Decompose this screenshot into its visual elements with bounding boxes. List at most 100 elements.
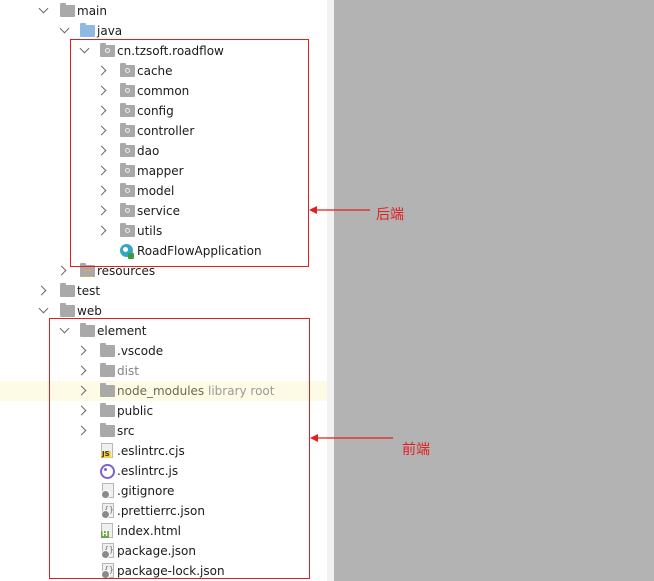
source-folder-icon (80, 23, 95, 37)
tree-row-model[interactable]: model (0, 181, 334, 201)
tree-label: dist (117, 364, 139, 378)
tree-row-dao[interactable]: dao (0, 141, 334, 161)
backend-arrow-icon (309, 206, 370, 214)
chevron-down-icon[interactable] (38, 303, 49, 314)
tree-row-package[interactable]: cn.tzsoft.roadflow (0, 41, 334, 61)
folder-icon (60, 283, 75, 297)
package-icon (120, 63, 135, 77)
package-icon (120, 143, 135, 157)
tree-row-common[interactable]: common (0, 81, 334, 101)
tree-label: test (77, 284, 101, 298)
frontend-arrow-icon (310, 434, 393, 442)
eslint-icon (100, 464, 115, 479)
tree-label: config (137, 104, 174, 118)
folder-icon (100, 423, 115, 437)
tree-row-mapper[interactable]: mapper (0, 161, 334, 181)
run-badge-icon (128, 253, 134, 259)
tree-label: public (117, 404, 154, 418)
folder-icon (80, 323, 95, 337)
tree-row-prettierrc[interactable]: {} .prettierrc.json (0, 501, 334, 521)
tree-row-java[interactable]: java (0, 21, 334, 41)
tree-row-index-html[interactable]: H index.html (0, 521, 334, 541)
tree-label: package-lock.json (117, 564, 225, 578)
tree-label: .prettierrc.json (117, 504, 205, 518)
tree-row-src[interactable]: src (0, 421, 334, 441)
tree-row-node-modules[interactable]: node_modules library root (0, 381, 334, 401)
tree-scrollbar[interactable] (327, 0, 334, 581)
gitignore-file-icon (101, 483, 114, 499)
tree-row-cache[interactable]: cache (0, 61, 334, 81)
chevron-down-icon[interactable] (38, 3, 49, 14)
tree-label: src (117, 424, 135, 438)
tree-row-test[interactable]: test (0, 281, 334, 301)
tree-label: dao (137, 144, 160, 158)
tree-label: cache (137, 64, 173, 78)
frontend-highlight-box (49, 318, 310, 579)
tree-row-public[interactable]: public (0, 401, 334, 421)
tree-label: element (97, 324, 147, 338)
json-file-icon: {} (101, 543, 114, 559)
package-icon (120, 163, 135, 177)
tree-label: resources (97, 264, 156, 278)
backend-annotation-label: 后端 (376, 207, 404, 223)
tree-row-service[interactable]: service (0, 201, 334, 221)
tree-row-resources[interactable]: resources (0, 261, 334, 281)
tree-row-eslintrc-js[interactable]: .eslintrc.js (0, 461, 334, 481)
resources-folder-icon (80, 263, 95, 277)
package-icon (120, 183, 135, 197)
tree-label: service (137, 204, 180, 218)
chevron-right-icon[interactable] (36, 285, 47, 296)
tree-label: index.html (117, 524, 181, 538)
tree-row-controller[interactable]: controller (0, 121, 334, 141)
backend-highlight-box (70, 39, 309, 267)
tree-row-eslintrc-cjs[interactable]: JS .eslintrc.cjs (0, 441, 334, 461)
package-icon (100, 43, 115, 57)
tree-label: cn.tzsoft.roadflow (117, 44, 224, 58)
package-icon (120, 123, 135, 137)
tree-label: .eslintrc.js (117, 464, 179, 478)
tree-label: controller (137, 124, 195, 138)
tree-label: model (137, 184, 175, 198)
chevron-right-icon[interactable] (56, 265, 67, 276)
package-icon (120, 203, 135, 217)
tree-row-gitignore[interactable]: .gitignore (0, 481, 334, 501)
tree-row-vscode[interactable]: .vscode (0, 341, 334, 361)
tree-label: utils (137, 224, 163, 238)
tree-row-config[interactable]: config (0, 101, 334, 121)
tree-label: java (97, 24, 123, 38)
tree-row-main[interactable]: main (0, 1, 334, 21)
frontend-annotation-label: 前端 (402, 442, 430, 458)
tree-label: .gitignore (117, 484, 175, 498)
html-file-icon: H (101, 523, 113, 538)
tree-label: .vscode (117, 344, 164, 358)
tree-row-dist[interactable]: dist (0, 361, 334, 381)
tree-row-app-class[interactable]: RoadFlowApplication (0, 241, 334, 261)
folder-icon (100, 383, 115, 397)
tree-row-element[interactable]: element (0, 321, 334, 341)
tree-label: .eslintrc.cjs (117, 444, 185, 458)
js-file-icon: JS (101, 443, 113, 458)
package-icon (120, 83, 135, 97)
package-icon (120, 103, 135, 117)
json-file-icon: {} (101, 503, 114, 519)
project-tree: main java cn.tzsoft.roadflow cache commo… (0, 3, 334, 579)
tree-row-web[interactable]: web (0, 301, 334, 321)
tree-row-utils[interactable]: utils (0, 221, 334, 241)
tree-row-package-lock[interactable]: {} package-lock.json (0, 561, 334, 581)
folder-icon (100, 343, 115, 357)
tree-label: common (137, 84, 190, 98)
chevron-down-icon[interactable] (59, 23, 70, 34)
tree-label: package.json (117, 544, 197, 558)
tree-label: node_modules (117, 384, 205, 398)
tree-label: main (77, 4, 107, 18)
library-root-hint: library root (208, 384, 275, 398)
folder-icon (60, 3, 75, 17)
tree-label: web (77, 304, 102, 318)
folder-icon (60, 303, 75, 317)
right-gray-pane (334, 0, 654, 581)
folder-icon (100, 363, 115, 377)
folder-icon (100, 403, 115, 417)
package-icon (120, 223, 135, 237)
tree-label: mapper (137, 164, 184, 178)
tree-row-package-json[interactable]: {} package.json (0, 541, 334, 561)
